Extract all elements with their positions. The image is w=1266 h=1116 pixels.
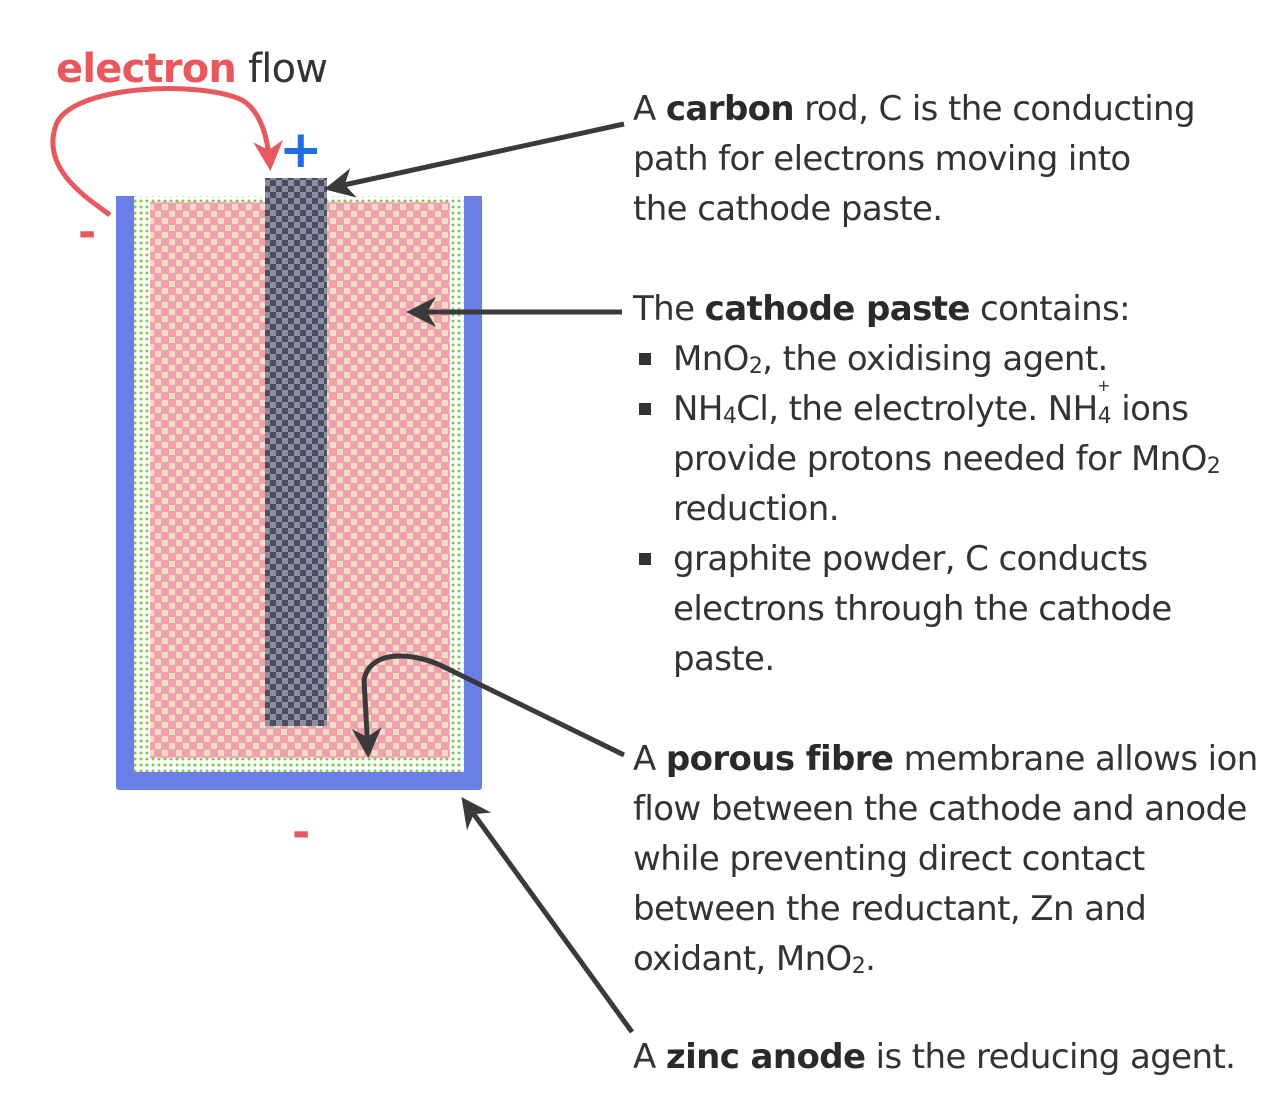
b2-post: ions bbox=[1111, 389, 1189, 429]
b2-sub: 4 bbox=[722, 404, 737, 429]
b1-pre: MnO bbox=[673, 339, 749, 379]
membrane-line-4: between the reductant, Zn and bbox=[633, 889, 1147, 929]
membrane-post: membrane allows ion bbox=[893, 739, 1259, 779]
membrane-line-2: flow between the cathode and anode bbox=[633, 789, 1247, 829]
positive-terminal-sign: + bbox=[279, 120, 323, 180]
carbon-bold: carbon bbox=[665, 89, 795, 129]
paste-contents-list: MnO2, the oxidising agent. NH4Cl, the el… bbox=[633, 334, 1221, 684]
zinc-post: is the reducing agent. bbox=[865, 1037, 1236, 1077]
b2-ion-sup: + bbox=[1097, 376, 1110, 395]
b1-post: , the oxidising agent. bbox=[762, 339, 1108, 379]
zinc-pre: A bbox=[633, 1037, 666, 1077]
membrane-line-1: A porous fibre membrane allows ion bbox=[633, 734, 1258, 784]
membrane-line-3: while preventing direct contact bbox=[633, 839, 1145, 879]
b1-sub: 2 bbox=[748, 354, 763, 379]
carbon-rod-label: A carbon rod, C is the conducting path f… bbox=[633, 84, 1196, 234]
membrane-line-5: oxidant, MnO2. bbox=[633, 934, 1258, 984]
carbon-line-1: A carbon rod, C is the conducting bbox=[633, 84, 1196, 134]
carbon-line-3: the cathode paste. bbox=[633, 189, 943, 229]
carbon-line-2: path for electrons moving into bbox=[633, 139, 1131, 179]
b2-mid: Cl, the electrolyte. NH bbox=[736, 389, 1098, 429]
b2-l2-pre: provide protons needed for MnO bbox=[673, 439, 1207, 479]
membrane-pre: A bbox=[633, 739, 666, 779]
electron-flow-label: electron flow bbox=[56, 44, 328, 94]
paste-pre: The bbox=[633, 289, 705, 329]
paste-post: contains: bbox=[969, 289, 1131, 329]
negative-terminal-sign-bottom: - bbox=[292, 807, 311, 858]
carbon-pointer-arrow bbox=[324, 121, 625, 198]
porous-membrane-label: A porous fibre membrane allows ion flow … bbox=[633, 734, 1258, 984]
list-item-mno2: MnO2, the oxidising agent. bbox=[633, 334, 1220, 384]
electron-flow-arrow bbox=[50, 86, 284, 218]
carbon-pre: A bbox=[633, 89, 666, 129]
b2-l2-sub: 2 bbox=[1206, 454, 1221, 479]
b3-l3: paste. bbox=[673, 639, 775, 679]
paste-bold: cathode paste bbox=[704, 289, 971, 329]
membrane-pointer-arrow bbox=[351, 653, 626, 758]
cathode-paste-label: The cathode paste contains: MnO2, the ox… bbox=[633, 284, 1221, 684]
negative-terminal-sign-top: - bbox=[78, 207, 97, 258]
b3-l2: electrons through the cathode bbox=[673, 589, 1172, 629]
b3-l1: graphite powder, C conducts bbox=[673, 539, 1148, 579]
zinc-anode-label: A zinc anode is the reducing agent. bbox=[633, 1032, 1236, 1082]
b2-l3: reduction. bbox=[673, 489, 840, 529]
m5-sub: 2 bbox=[851, 954, 866, 979]
flow-word: flow bbox=[248, 46, 328, 92]
membrane-bold: porous fibre bbox=[665, 739, 894, 779]
b2-pre: NH bbox=[673, 389, 723, 429]
electron-word: electron bbox=[56, 46, 237, 92]
carbon-post: rod, C is the conducting bbox=[794, 89, 1195, 129]
ammonium-ion-charge: 4+ bbox=[1097, 378, 1112, 434]
zinc-pointer-arrow bbox=[461, 797, 635, 1034]
b2-ion-sub: 4 bbox=[1097, 404, 1112, 429]
zinc-casing bbox=[116, 196, 482, 790]
m5-post: . bbox=[865, 939, 876, 979]
list-item-graphite: graphite powder, C conducts electrons th… bbox=[633, 534, 1220, 684]
carbon-rod bbox=[265, 178, 327, 726]
zinc-bold: zinc anode bbox=[665, 1037, 866, 1077]
m5-pre: oxidant, MnO bbox=[633, 939, 852, 979]
paste-heading: The cathode paste contains: bbox=[633, 284, 1220, 334]
list-item-nh4cl: NH4Cl, the electrolyte. NH4+ ions provid… bbox=[633, 378, 1221, 534]
